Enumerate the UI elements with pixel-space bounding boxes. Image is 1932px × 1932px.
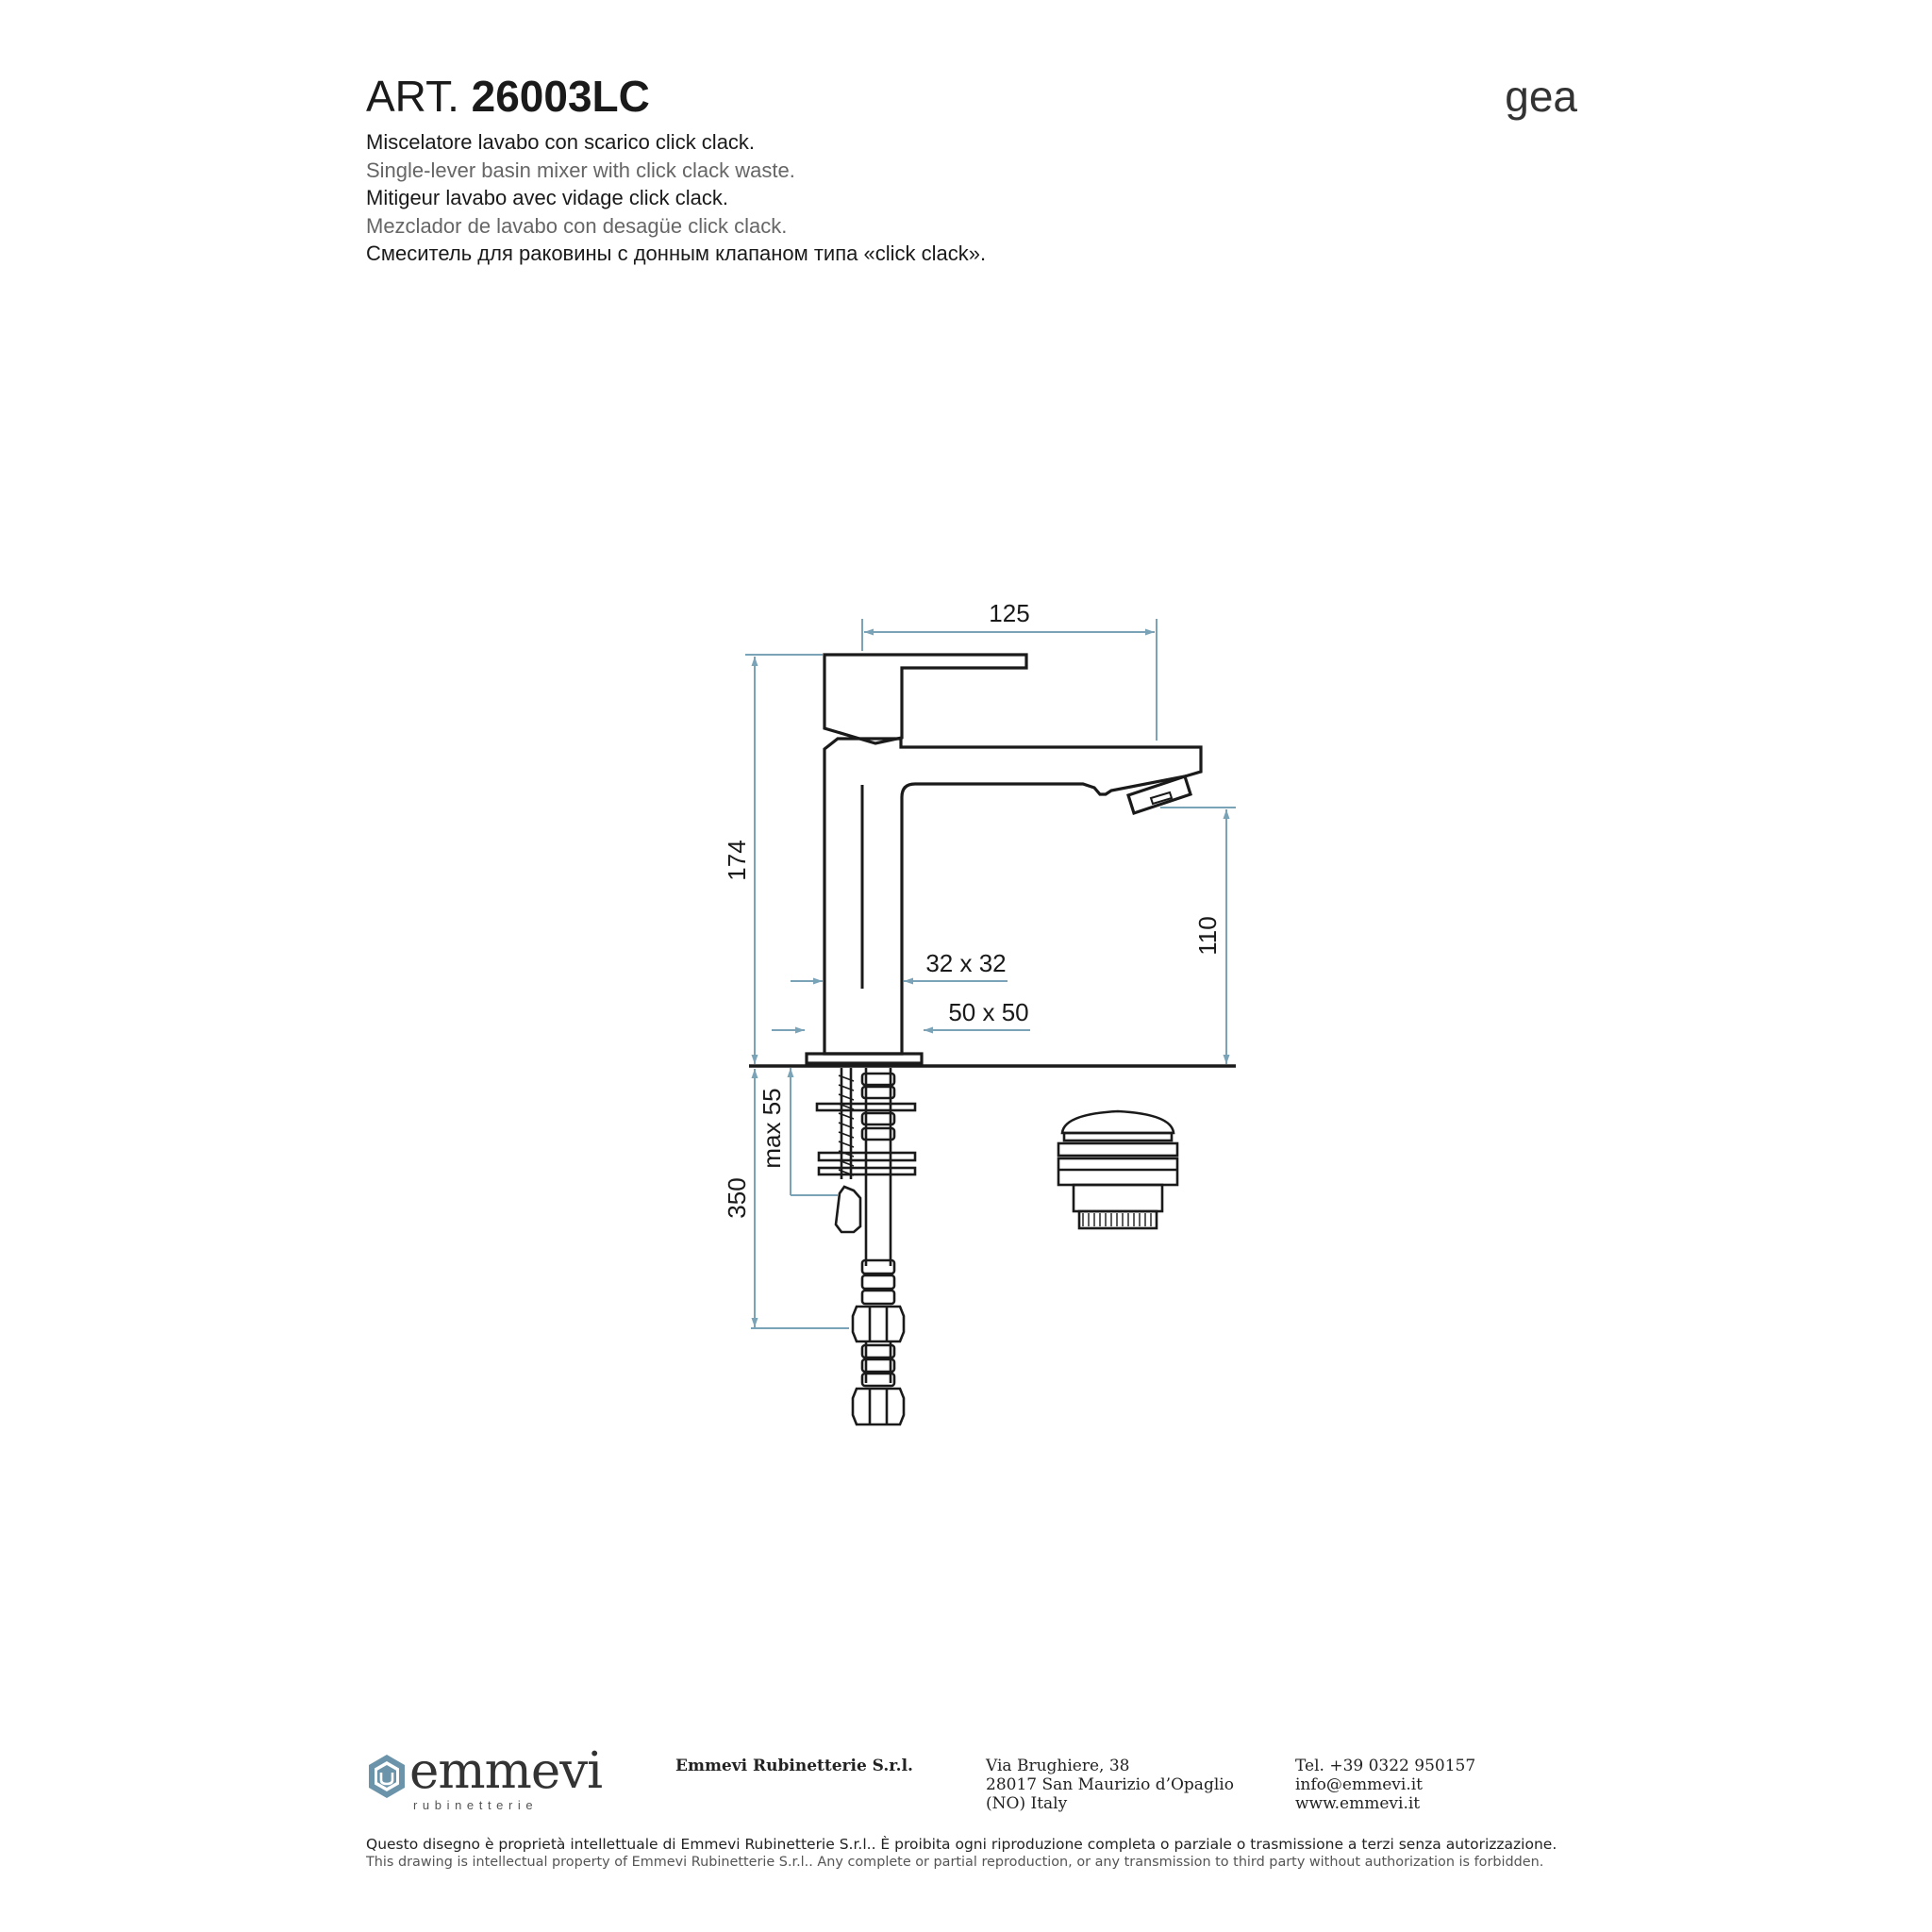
dim-total-height: 174 [723,840,751,880]
hose-nut-lower [851,1387,906,1426]
address-line: Via Brughiere, 38 [986,1757,1130,1775]
contact-email[interactable]: info@emmevi.it [1295,1775,1423,1794]
description-fr: Mitigeur lavabo avec vidage click clack. [366,186,728,209]
dimension-lines [745,619,1236,1329]
fixing-assembly [815,1068,917,1426]
dim-max-thickness: max 55 [758,1088,786,1168]
article-code: 26003LC [471,72,650,121]
company-name: Emmevi Rubinetterie S.r.l. [675,1757,913,1775]
faucet-outline [749,653,1236,1068]
faucet-aerator [1126,774,1192,816]
description-es: Mezclador de lavabo con desagüe click cl… [366,213,788,238]
description-ru: Смеситель для раковины с донным клапаном… [366,242,987,265]
click-clack-waste [1057,1109,1179,1230]
dim-base-section: 50 x 50 [948,998,1028,1026]
logo-subtitle: rubinetterie [413,1798,539,1812]
emmevi-logo: emmevi rubinetterie [366,1743,604,1813]
article-prefix: ART. [366,72,459,121]
company-address: Via Brughiere, 38 28017 San Maurizio d’O… [986,1757,1234,1813]
collection-name: gea [1505,72,1577,121]
company-contact: Tel. +39 0322 950157 info@emmevi.it www.… [1295,1757,1475,1813]
contact-phone: Tel. +39 0322 950157 [1295,1757,1476,1775]
faucet-base [805,1052,924,1065]
legal-notice-it: Questo disegno è proprietà intellettuale… [366,1836,1557,1853]
faucet-body [823,737,1203,1056]
hose-nut-upper [851,1305,906,1343]
legal-notice: Questo disegno è proprietà intellettuale… [366,1836,1557,1872]
address-line: 28017 San Maurizio d’Opaglio [986,1775,1234,1794]
legal-notice-en: This drawing is intellectual property of… [366,1855,1544,1870]
dim-spout-reach: 125 [989,599,1029,627]
description-en: Single-lever basin mixer with click clac… [366,158,795,182]
address-line: (NO) Italy [986,1794,1068,1813]
logo-hexagon-icon [369,1755,405,1798]
logo-wordmark: emmevi [409,1742,603,1800]
faucet-lever [823,653,1028,745]
description-it: Miscelatore lavabo con scarico click cla… [366,130,756,154]
dim-hose-length: 350 [723,1177,751,1218]
contact-website[interactable]: www.emmevi.it [1295,1794,1421,1813]
dim-spout-height: 110 [1193,916,1222,955]
article-title: ART. 26003LC [366,70,650,123]
product-descriptions: Miscelatore lavabo con scarico click cla… [366,128,986,268]
dim-body-section: 32 x 32 [925,949,1006,977]
